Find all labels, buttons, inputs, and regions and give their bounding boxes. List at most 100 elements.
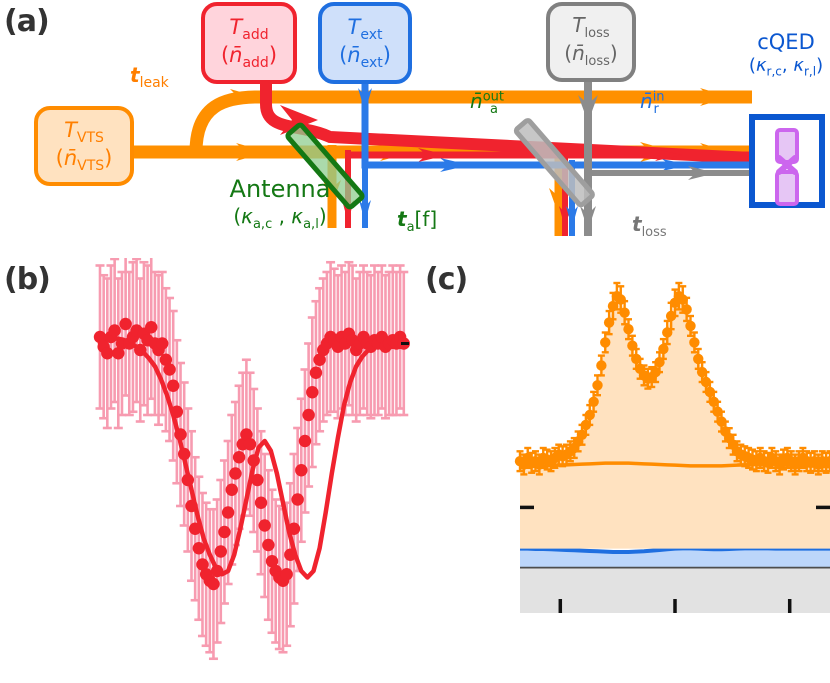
data-point [108,324,121,337]
data-point [145,321,158,334]
data-point [181,473,195,487]
data-point [225,483,238,496]
box-t-vts [34,106,134,186]
data-point [588,396,599,407]
label-t-a: ta[f] [397,207,438,235]
axis-ticks [520,505,830,613]
t-vts-line2: (n̄VTS) [55,146,113,175]
box-t-add [201,2,297,84]
data-point [650,366,661,378]
t-ext-line1: Text [347,14,383,43]
ext-band-line [520,546,830,554]
label-t-leak: tleak [130,63,169,91]
panel-c-plot [514,281,830,613]
data-point [262,538,275,552]
data-point [576,429,588,440]
data-point [596,360,607,371]
label-cqed: cQED (κr,c, κr,l) [740,30,830,79]
antenna-title: Antenna [229,175,331,203]
panel-b-plot [93,258,410,661]
data-point [693,353,704,365]
data-point [251,473,264,487]
data-point [159,353,173,366]
box-t-loss [546,2,636,82]
label-t-add: Tadd (n̄add) [203,6,295,80]
data-point [704,386,716,398]
data-point [247,454,260,467]
panel-a: (a) [0,0,830,258]
label-t-loss: Tloss (n̄loss) [548,6,634,78]
data-point [287,522,301,535]
loss-band-fill [520,566,830,613]
data-point [603,317,615,328]
data-point [302,408,315,422]
panel-b-label-text: (b) [4,262,51,297]
data-point [207,577,220,591]
data-point [185,499,198,513]
t-ext-line2: (n̄ext) [339,43,391,72]
data-point [188,522,202,535]
data-point [284,548,297,561]
data-point [619,307,630,318]
panel-c: (c) [415,258,830,683]
data-point [221,506,235,519]
panel-a-schematic [34,2,825,236]
gray-beam-group [578,70,752,236]
label-t-ext: Text (n̄ext) [320,6,410,80]
data-point [600,337,611,348]
data-point [677,294,688,305]
t-add-line1: Tadd [229,14,269,43]
data-point [93,330,107,344]
box-t-ext [318,2,412,84]
data-point [298,434,312,448]
t-add-line2: (n̄add) [220,43,278,72]
label-t-vts: TVTS (n̄VTS) [36,110,132,182]
fit-line [97,336,408,580]
data-point [615,294,626,305]
data-point [210,564,224,578]
data-point [824,456,830,467]
antenna-params: (κa,c , κa,l) [233,204,327,232]
data-point [167,379,180,392]
data-point [119,317,132,331]
signal-marker-group [514,291,830,470]
data-point [177,447,191,461]
data-point [258,519,271,532]
data-point [716,416,727,427]
data-point [101,347,114,360]
label-antenna: Antenna (κa,c , κa,l) [190,174,370,233]
data-point [309,366,323,379]
data-point [696,366,708,378]
data-point [662,327,673,338]
box-cqed [749,114,825,208]
data-point [623,324,634,335]
t-loss-line1: Tloss [572,13,610,42]
added-band-fill [520,296,830,549]
data-point [681,304,692,315]
data-point [134,343,147,357]
data-point [229,467,242,480]
data-point [607,300,619,312]
panel-a-label: (a) [4,4,50,39]
panel-c-label-text: (c) [425,262,468,297]
data-point [192,542,206,555]
data-point [685,320,696,332]
label-t-loss-transmission: tloss [632,212,667,240]
t-loss-line2: (n̄loss) [564,41,618,69]
data-point [218,525,231,539]
marker-group [93,317,410,591]
data-point [708,396,719,407]
data-point [689,337,700,348]
data-point [265,555,279,568]
data-point [163,363,176,376]
data-point [313,353,326,366]
data-point [280,568,293,581]
data-point [306,386,319,399]
data-point [254,496,268,509]
data-point [584,409,595,421]
cqed-params: (κr,c, κr,l) [748,55,824,79]
data-point [631,353,642,365]
data-point [112,347,125,360]
data-point [214,545,227,558]
data-point [580,419,592,431]
